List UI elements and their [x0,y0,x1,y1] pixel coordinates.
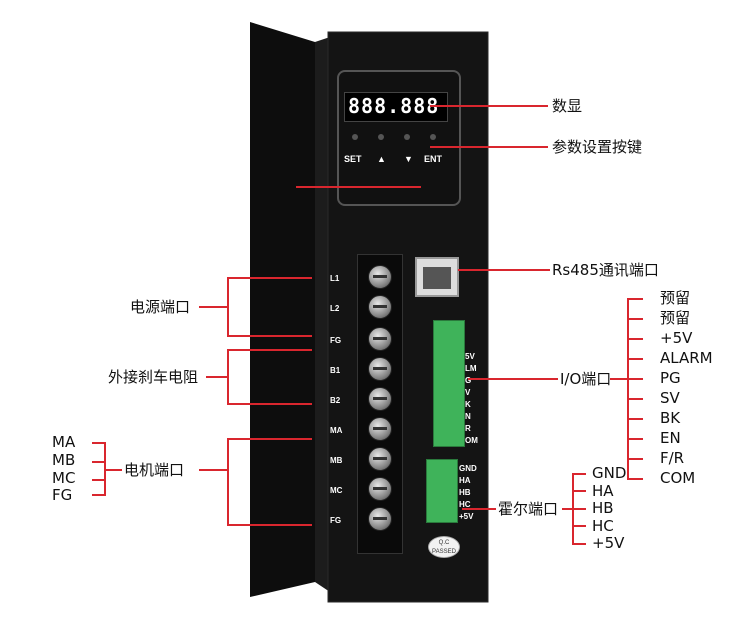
hall-connector[interactable] [426,459,458,523]
terminal-screw [368,447,392,471]
hall-pin-label: GND [592,464,627,482]
display-callout: 数显 [552,97,583,115]
down-key[interactable]: ▼ [404,154,413,164]
param-keys-callout: 参数设置按键 [552,138,643,156]
io-pin-label: BK [660,409,681,427]
motor-pin-label: MB [52,451,76,469]
motor-callout: 电机端口 [124,461,185,479]
power-callout: 电源端口 [130,298,191,316]
qc-stamp: Q.C PASSED [428,536,460,558]
io-header-label: R [465,424,471,433]
hall-header-label: HC [459,500,471,509]
terminal-screw [368,477,392,501]
io-pin-label: ALARM [660,349,713,367]
terminal-label: L2 [330,304,340,313]
terminal-label: MA [330,426,343,435]
hall-pin-label: +5V [592,534,625,552]
terminal-label: B2 [330,396,341,405]
hall-pin-label: HA [592,482,614,500]
ent-key[interactable]: ENT [424,154,442,164]
display-value: 888.888 [348,94,440,118]
io-pin-label: F/R [660,449,685,467]
io-header-label: OM [465,436,478,445]
rj45-port[interactable] [415,257,459,297]
io-header-label: N [465,412,471,421]
terminal-screw [368,507,392,531]
io-header-label: LM [465,364,477,373]
terminal-label: MC [330,486,343,495]
io-header-label: G [465,376,472,385]
terminal-label: MB [330,456,343,465]
panel-keys: SET ▲ ▼ ENT [344,154,450,168]
motor-driver-device: 888.888 SET ▲ ▼ ENT L1 L2 FG B1 B2 MA MB… [240,22,490,607]
brake-resistor-callout: 外接刹车电阻 [108,368,199,386]
io-pin-label: EN [660,429,681,447]
io-header-label: K [465,400,471,409]
terminal-label: FG [330,516,342,525]
hall-header-label: GND [459,464,477,473]
io-callout: I/O端口 [560,370,612,388]
terminal-label: L1 [330,274,340,283]
hall-pin-label: HB [592,499,614,517]
terminal-label: FG [330,336,342,345]
io-header-label: V [465,388,471,397]
motor-pin-label: MA [52,433,76,451]
hall-pin-label: HC [592,517,614,535]
terminal-screw [368,327,392,351]
rs485-callout: Rs485通讯端口 [552,261,659,279]
terminal-screw [368,265,392,289]
hall-callout: 霍尔端口 [498,500,559,518]
hall-header-label: +5V [459,512,474,521]
terminal-label: B1 [330,366,341,375]
io-pin-label: PG [660,369,681,387]
hall-header-label: HA [459,476,471,485]
terminal-screw [368,417,392,441]
terminal-screw [368,295,392,319]
qc-stamp-text: Q.C PASSED [432,540,456,555]
terminal-screw [368,357,392,381]
io-pin-label: +5V [660,329,693,347]
hall-header-label: HB [459,488,471,497]
io-pin-label: 预留 [660,289,691,307]
set-key[interactable]: SET [344,154,362,164]
seven-segment-display: 888.888 [344,92,448,122]
terminal-screw [368,387,392,411]
io-pin-label: COM [660,469,696,487]
motor-pin-label: FG [52,486,73,504]
io-pin-label: 预留 [660,309,691,327]
io-pin-label: SV [660,389,680,407]
key-leds [350,134,440,142]
up-key[interactable]: ▲ [377,154,386,164]
io-connector[interactable] [433,320,465,447]
motor-pin-label: MC [52,469,76,487]
io-header-label: 5V [465,352,475,361]
